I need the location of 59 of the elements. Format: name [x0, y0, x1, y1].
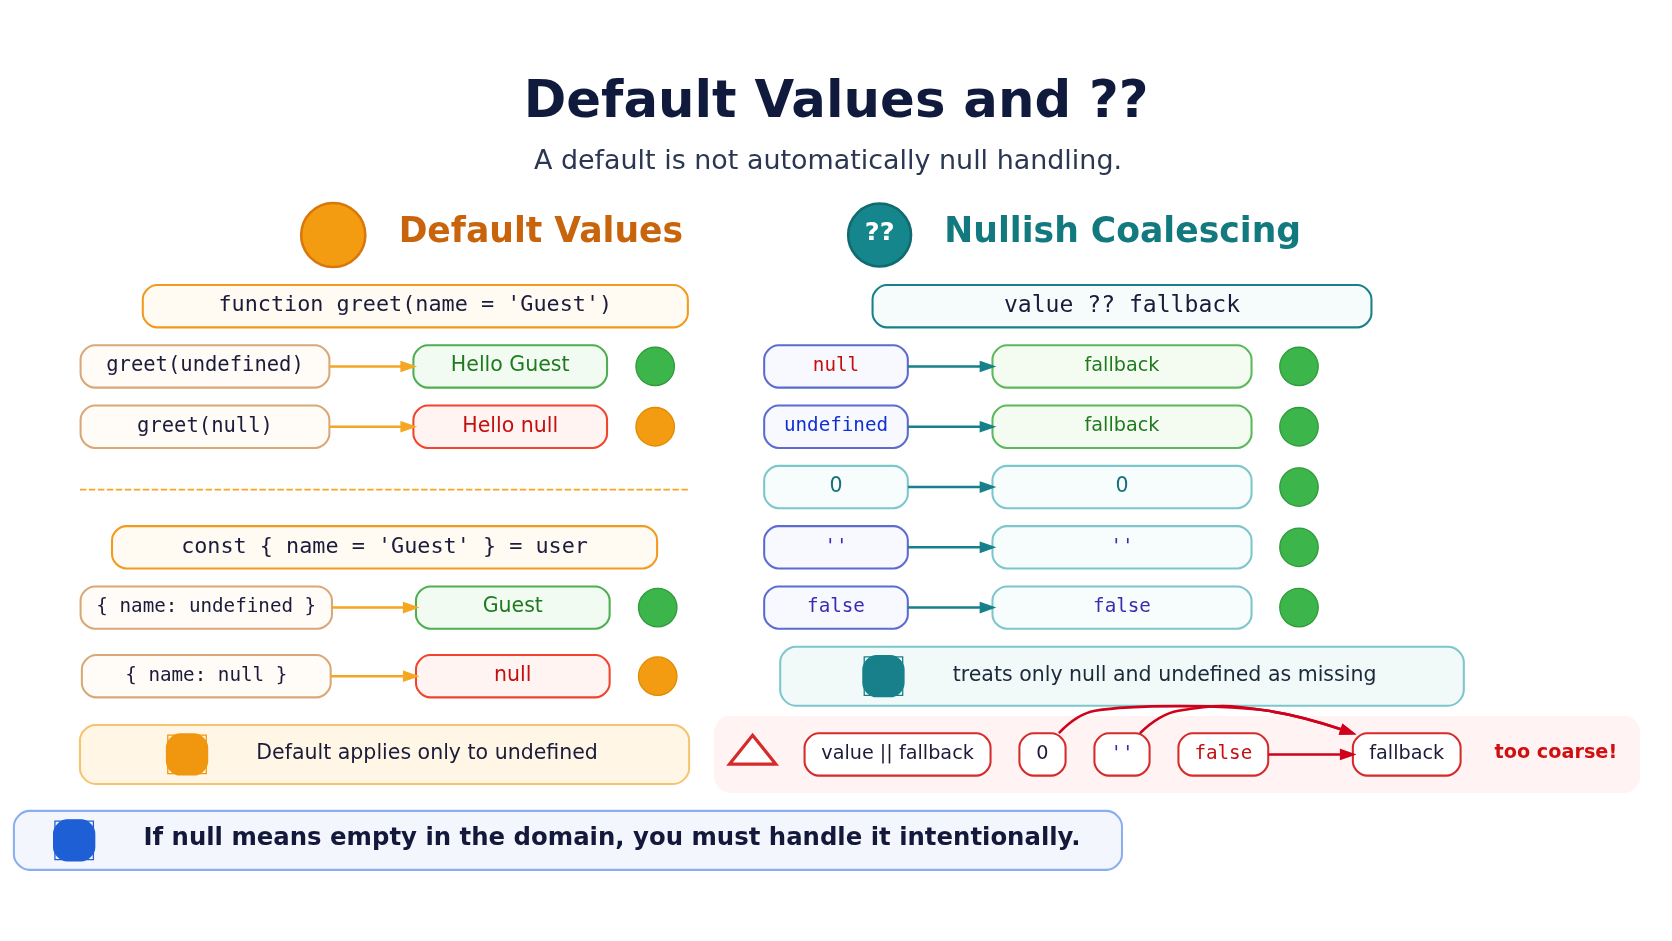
node-circle: [637, 655, 678, 696]
arrow: [1058, 704, 1357, 735]
arrow: [1139, 704, 1357, 735]
node-box: { name: undefined }: [79, 584, 333, 630]
label: too coarse!: [1494, 739, 1618, 763]
node-circle: [637, 587, 678, 627]
node-box: function greet(name = 'Guest'): [141, 283, 689, 328]
node-circle: [299, 201, 367, 268]
arrow: [908, 601, 997, 613]
node-triangle: [726, 732, 780, 766]
node-box: 0: [991, 464, 1253, 509]
arrow: [908, 540, 997, 553]
node-box: Guest: [414, 584, 611, 630]
arrow: [908, 360, 997, 372]
arrow: [908, 480, 997, 493]
node-circle: ??: [846, 201, 913, 268]
node-box: treats only null and undefined as missing: [779, 645, 1465, 707]
node-box: value ?? fallback: [871, 283, 1373, 328]
node-circle: [1279, 346, 1319, 386]
node-box: 0: [1018, 731, 1067, 777]
node-box: greet(undefined): [79, 343, 331, 389]
arrow: [332, 601, 420, 613]
node-box: '': [763, 524, 909, 569]
node-circle: [1279, 587, 1319, 627]
node-box: undefined: [763, 404, 909, 449]
label: A default is not automatically null handling.: [533, 143, 1123, 175]
node-box: null: [414, 653, 611, 698]
node-box: 0: [763, 464, 909, 509]
node-box: null: [763, 343, 909, 389]
node-box: false: [763, 584, 909, 630]
node-box: '': [991, 524, 1253, 569]
node-box: fallback: [991, 343, 1253, 389]
arrow: [908, 420, 997, 433]
node-box: Hello Guest: [412, 343, 609, 389]
node-box: Hello null: [412, 404, 609, 449]
node-circle: [1279, 466, 1319, 507]
node-box: '': [1093, 731, 1151, 777]
node-circle: [1279, 526, 1319, 567]
node-box: Default applies only to undefined: [78, 723, 691, 785]
diagram-title: Default Values and ??: [523, 68, 1149, 129]
label: Default Values: [398, 209, 684, 250]
cluster: [714, 715, 1641, 793]
label: Nullish Coalescing: [944, 209, 1302, 250]
node-circle: [1279, 406, 1319, 447]
arrow: [329, 420, 418, 433]
node-box: false: [991, 584, 1253, 630]
node-box: { name: null }: [80, 653, 332, 698]
node-box: fallback: [991, 404, 1253, 449]
node-box: If null means empty in the domain, you must handle it intentionally.: [12, 809, 1124, 871]
node-circle: [635, 406, 676, 447]
node-box: fallback: [1351, 731, 1462, 777]
node-box: value || fallback: [803, 731, 992, 777]
arrow: [1268, 748, 1357, 760]
node-box: greet(null): [79, 404, 331, 449]
node-box: false: [1177, 731, 1270, 777]
arrow: [329, 360, 418, 372]
node-box: const { name = 'Guest' } = user: [111, 524, 659, 569]
node-circle: [635, 346, 676, 386]
arrow: [330, 669, 420, 682]
